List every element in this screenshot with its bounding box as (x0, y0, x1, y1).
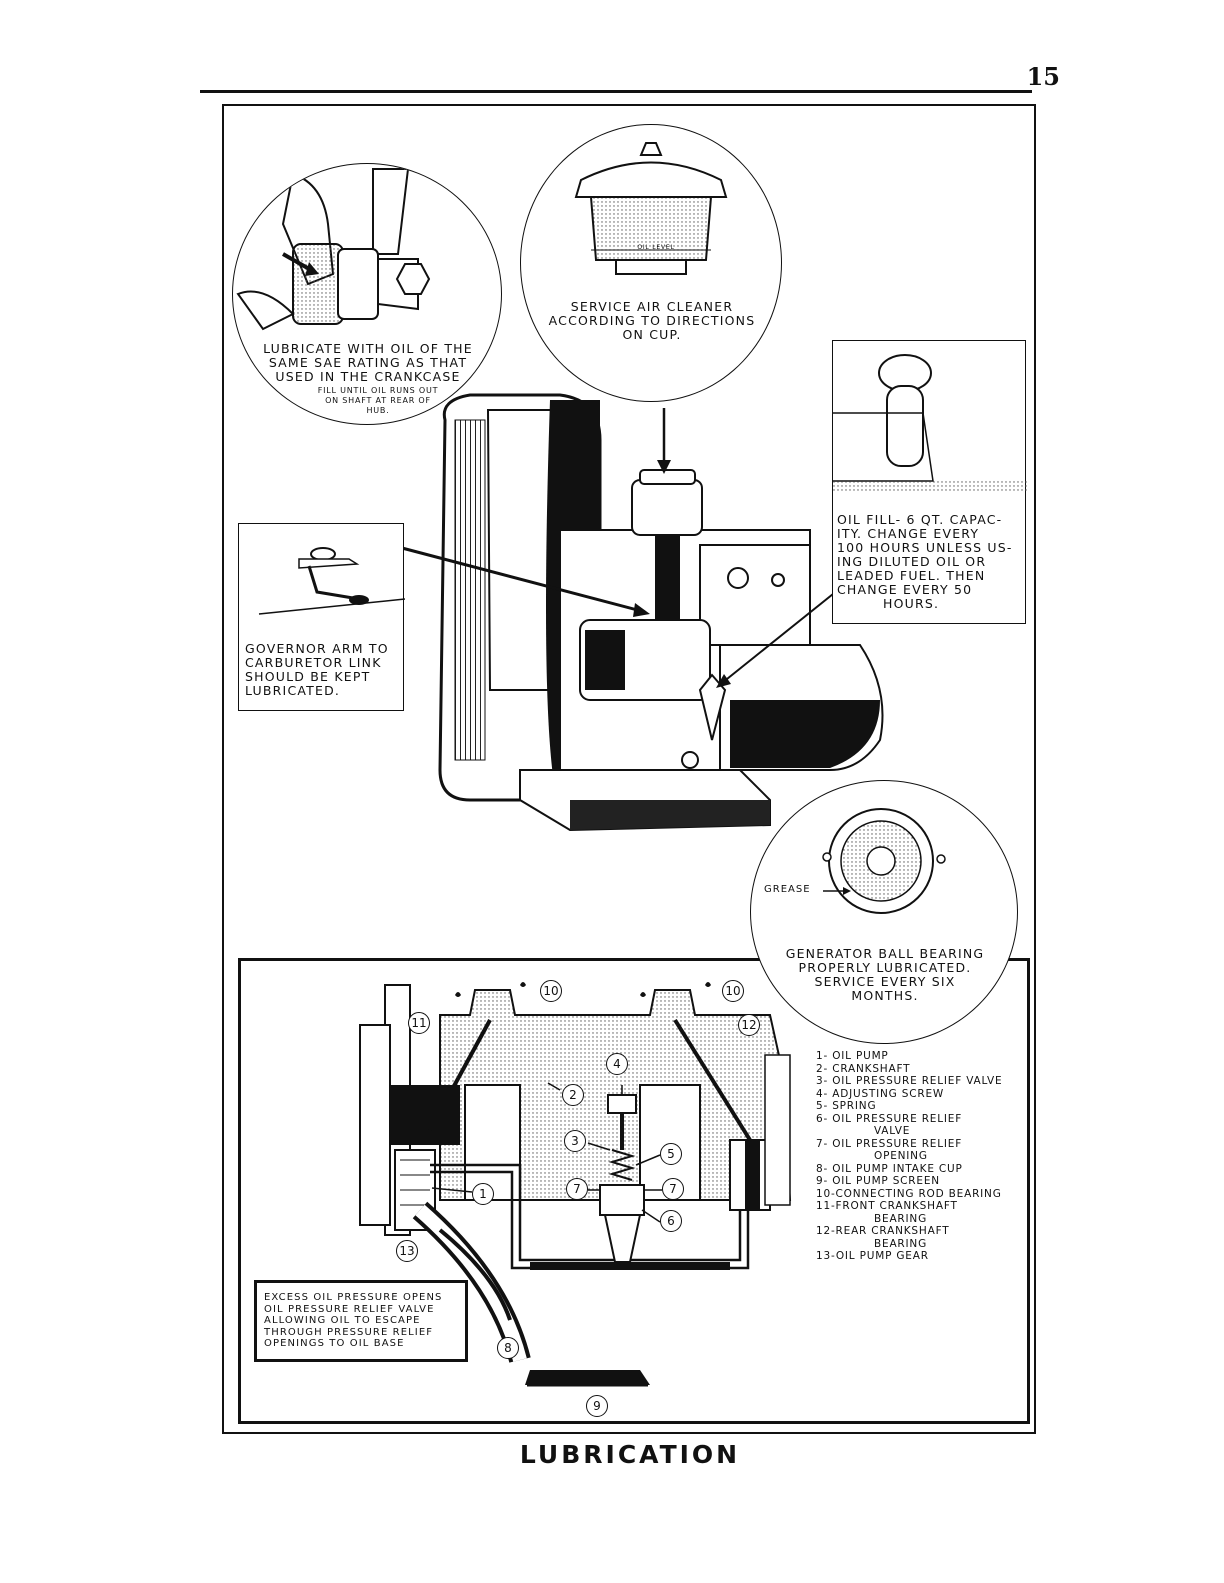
callout-11: 11 (408, 1012, 430, 1034)
fan-hub-caption-line-2: SAME SAE RATING AS THAT (268, 355, 468, 370)
air-cleaner-caption-line-2: ACCORDING TO DIRECTIONS (548, 313, 756, 328)
generator-caption-line-3: SERVICE EVERY SIX (814, 974, 956, 989)
generator-bearing-drawing (822, 808, 946, 914)
page-number: 15 (1026, 62, 1060, 91)
callout-1: 1 (472, 1183, 494, 1205)
legend-item-8: 8- OIL PUMP INTAKE CUP (816, 1162, 963, 1175)
callout-2: 2 (562, 1084, 584, 1106)
governor-caption-line-1: GOVERNOR ARM TO (245, 641, 389, 656)
legend-item-11-cont: BEARING (874, 1212, 928, 1225)
top-rule (200, 90, 1032, 93)
relief-valve-note-line-3: ALLOWING OIL TO ESCAPE (264, 1315, 421, 1326)
parts-legend: 1- OIL PUMP 2- CRANKSHAFT 3- OIL PRESSUR… (816, 1050, 1030, 1263)
governor-caption-line-2: CARBURETOR LINK (245, 655, 382, 670)
fan-hub-caption-line-1: LUBRICATE WITH OIL OF THE (263, 341, 473, 356)
governor-caption-line-3: SHOULD BE KEPT (245, 669, 371, 684)
legend-item-12: 12-REAR CRANKSHAFT (816, 1225, 950, 1237)
callout-5: 5 (660, 1143, 682, 1165)
legend-item-9: 9- OIL PUMP SCREEN (816, 1175, 940, 1187)
legend-item-3: 3- OIL PRESSURE RELIEF VALVE (816, 1075, 1003, 1087)
callout-8: 8 (497, 1337, 519, 1359)
fan-hub-drawing (236, 168, 431, 331)
generator-caption-line-4: MONTHS. (851, 988, 919, 1003)
oil-fill-detail-box: OIL FILL- 6 QT. CAPAC- ITY. CHANGE EVERY… (832, 340, 1027, 624)
callout-10-rear: 10 (722, 980, 744, 1002)
callout-12: 12 (738, 1014, 760, 1036)
air-cleaner-detail-circle: OIL LEVEL SERVICE AIR CLEANER ACCORDING … (520, 124, 782, 402)
relief-valve-note-line-5: OPENINGS TO OIL BASE (264, 1338, 405, 1349)
legend-item-2: 2- CRANKSHAFT (816, 1062, 911, 1075)
grease-label: GREASE (764, 884, 811, 895)
fan-hub-caption-line-6: HUB. (366, 406, 390, 415)
fan-hub-caption-line-3: USED IN THE CRANKCASE (275, 369, 461, 384)
legend-item-5: 5- SPRING (816, 1100, 877, 1112)
generator-caption-line-2: PROPERLY LUBRICATED. (798, 960, 972, 975)
governor-caption-line-4: LUBRICATED. (245, 683, 341, 698)
oil-fill-caption-line-1: OIL FILL- 6 QT. CAPAC- (837, 512, 1003, 527)
legend-item-7-cont: OPENING (874, 1150, 928, 1162)
legend-item-12-cont: BEARING (874, 1237, 928, 1250)
governor-detail-box: GOVERNOR ARM TO CARBURETOR LINK SHOULD B… (238, 523, 405, 711)
relief-valve-note-line-1: EXCESS OIL PRESSURE OPENS (264, 1292, 443, 1303)
relief-valve-note-line-4: THROUGH PRESSURE RELIEF (264, 1326, 434, 1338)
callout-7-right: 7 (662, 1178, 684, 1200)
oil-fill-caption-line-6: CHANGE EVERY 50 (837, 582, 973, 597)
legend-item-13: 13-OIL PUMP GEAR (816, 1250, 929, 1262)
legend-item-10: 10-CONNECTING ROD BEARING (816, 1187, 1002, 1200)
generator-bearing-detail-circle: GENERATOR BALL BEARING PROPERLY LUBRICAT… (750, 780, 1018, 1044)
legend-item-7: 7- OIL PRESSURE RELIEF (816, 1137, 963, 1150)
governor-linkage-drawing (258, 547, 405, 615)
legend-item-4: 4- ADJUSTING SCREW (816, 1087, 945, 1100)
legend-item-11: 11-FRONT CRANKSHAFT (816, 1200, 958, 1212)
oil-fill-caption-line-2: ITY. CHANGE EVERY (837, 526, 980, 541)
illustration-frame (222, 104, 1036, 1434)
legend-item-1: 1- OIL PUMP (816, 1050, 889, 1062)
relief-valve-note-line-2: OIL PRESSURE RELIEF VALVE (264, 1303, 435, 1315)
callout-10-front: 10 (540, 980, 562, 1002)
callout-9: 9 (586, 1395, 608, 1417)
callout-13: 13 (396, 1240, 418, 1262)
callout-4: 4 (606, 1053, 628, 1075)
callout-3: 3 (564, 1130, 586, 1152)
fan-hub-caption-line-5: ON SHAFT AT REAR OF (325, 396, 431, 405)
oil-fill-caption-line-5: LEADED FUEL. THEN (837, 568, 986, 583)
fan-hub-detail-circle: LUBRICATE WITH OIL OF THE SAME SAE RATIN… (232, 163, 502, 425)
callout-7-left: 7 (566, 1178, 588, 1200)
legend-item-6-cont: VALVE (874, 1125, 911, 1137)
fan-hub-caption-line-4: FILL UNTIL OIL RUNS OUT (317, 386, 439, 395)
generator-caption-line-1: GENERATOR BALL BEARING (785, 946, 985, 961)
oil-fill-caption-line-4: ING DILUTED OIL OR (837, 554, 987, 569)
oil-fill-caption-line-7: HOURS. (883, 596, 940, 611)
oil-fill-caption-line-3: 100 HOURS UNLESS US- (837, 540, 1013, 555)
air-cleaner-cup-text: OIL LEVEL (637, 244, 675, 251)
legend-item-6: 6- OIL PRESSURE RELIEF (816, 1112, 963, 1125)
callout-6: 6 (660, 1210, 682, 1232)
air-cleaner-caption-line-1: SERVICE AIR CLEANER (570, 299, 734, 314)
air-cleaner-drawing (574, 142, 728, 275)
relief-valve-note-box (254, 1280, 468, 1362)
page-title: LUBRICATION (519, 1440, 741, 1469)
oil-fill-cap-drawing (833, 354, 1027, 491)
relief-valve-note: EXCESS OIL PRESSURE OPENS OIL PRESSURE R… (264, 1292, 462, 1350)
oil-system-cross-section-panel (238, 958, 1030, 1424)
air-cleaner-caption-line-3: ON CUP. (622, 327, 682, 342)
